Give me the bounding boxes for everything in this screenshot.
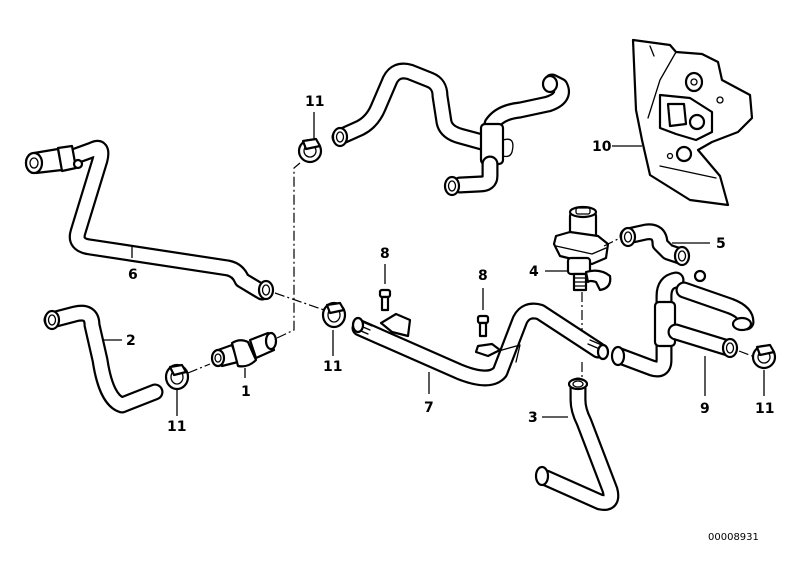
part-5-hose[interactable] (619, 223, 691, 267)
callout-7[interactable]: 7 (424, 400, 434, 416)
callout-9[interactable]: 9 (700, 401, 710, 417)
part-7-pipe[interactable] (351, 302, 610, 387)
callout-4[interactable]: 4 (529, 264, 539, 280)
part-11-clamp-b[interactable] (297, 137, 323, 164)
assembly-line (276, 162, 301, 339)
part-11-clamp-c[interactable] (321, 301, 347, 329)
callout-11-c[interactable]: 11 (323, 359, 342, 375)
assembly-line (274, 292, 331, 313)
callout-11-a[interactable]: 11 (167, 419, 186, 435)
callout-5[interactable]: 5 (716, 236, 726, 252)
callout-11-d[interactable]: 11 (755, 401, 774, 417)
part-2-hose[interactable] (43, 304, 164, 414)
callout-8-b[interactable]: 8 (478, 268, 488, 284)
part-8-bolt-a[interactable] (378, 288, 392, 312)
callout-10[interactable]: 10 (592, 139, 612, 155)
part-8-bolt-b[interactable] (476, 314, 490, 338)
part-11-clamp-d[interactable] (751, 343, 777, 370)
diagram-number: 00008931 (708, 532, 759, 543)
callout-6[interactable]: 6 (128, 267, 138, 283)
part-4-water-valve[interactable] (552, 205, 612, 292)
part-9-t-hose[interactable] (610, 269, 755, 378)
callout-8-a[interactable]: 8 (380, 246, 390, 262)
callout-11-b[interactable]: 11 (305, 94, 324, 110)
upper-heater-hose[interactable] (331, 62, 570, 197)
callout-1[interactable]: 1 (241, 384, 251, 400)
part-6-hose[interactable] (24, 139, 275, 301)
callout-2[interactable]: 2 (126, 333, 136, 349)
part-11-clamp-a[interactable] (164, 363, 190, 391)
callout-3[interactable]: 3 (528, 410, 538, 426)
part-10-cover-plate[interactable] (631, 38, 754, 207)
part-3-hose[interactable] (534, 377, 620, 511)
part-1-check-valve[interactable] (210, 331, 278, 368)
